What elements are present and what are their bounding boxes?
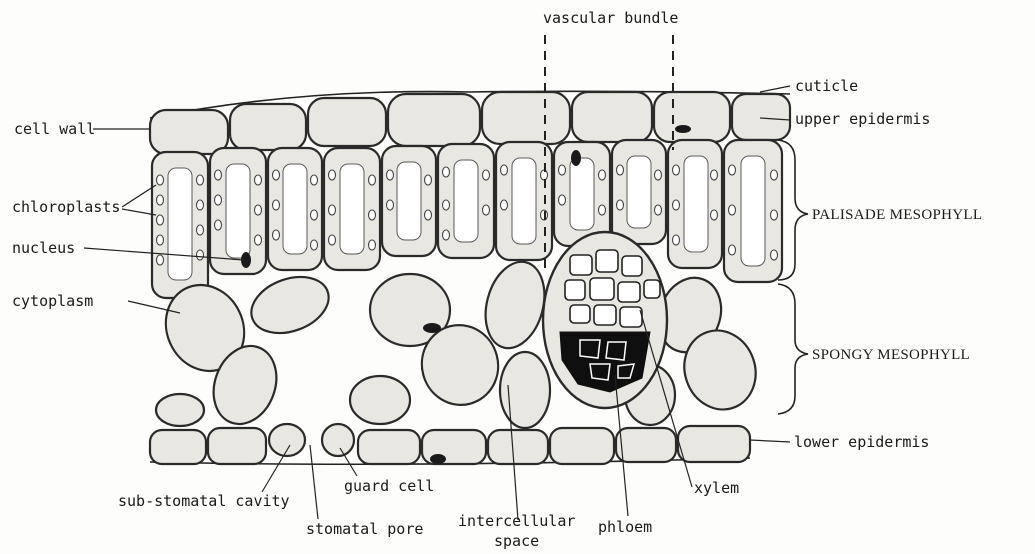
label-vascular-bundle: vascular bundle <box>543 9 678 27</box>
spongy-layer <box>152 255 767 433</box>
label-chloroplasts: chloroplasts <box>12 198 120 216</box>
vascular-bundle-region <box>543 232 667 408</box>
lower-epidermis <box>150 424 750 464</box>
label-spongy-mesophyll: SPONGY MESOPHYLL <box>812 347 970 363</box>
label-lower-epidermis: lower epidermis <box>794 433 929 451</box>
label-xylem: xylem <box>694 479 739 497</box>
label-palisade-mesophyll: PALISADE MESOPHYLL <box>812 207 982 223</box>
guard-cell-right <box>322 424 354 456</box>
palisade-layer <box>152 140 782 298</box>
label-intercellular: intercellular <box>458 512 575 530</box>
label-space: space <box>494 532 539 550</box>
label-nucleus: nucleus <box>12 239 75 257</box>
label-cytoplasm: cytoplasm <box>12 292 93 310</box>
label-phloem: phloem <box>598 518 652 536</box>
label-guard-cell: guard cell <box>344 477 434 495</box>
label-cell-wall: cell wall <box>14 120 95 138</box>
label-upper-epidermis: upper epidermis <box>795 110 930 128</box>
label-sub-stomatal-cavity: sub-stomatal cavity <box>118 492 290 510</box>
label-stomatal-pore: stomatal pore <box>306 520 423 538</box>
spongy-brace <box>778 284 808 414</box>
label-cuticle: cuticle <box>795 77 858 95</box>
